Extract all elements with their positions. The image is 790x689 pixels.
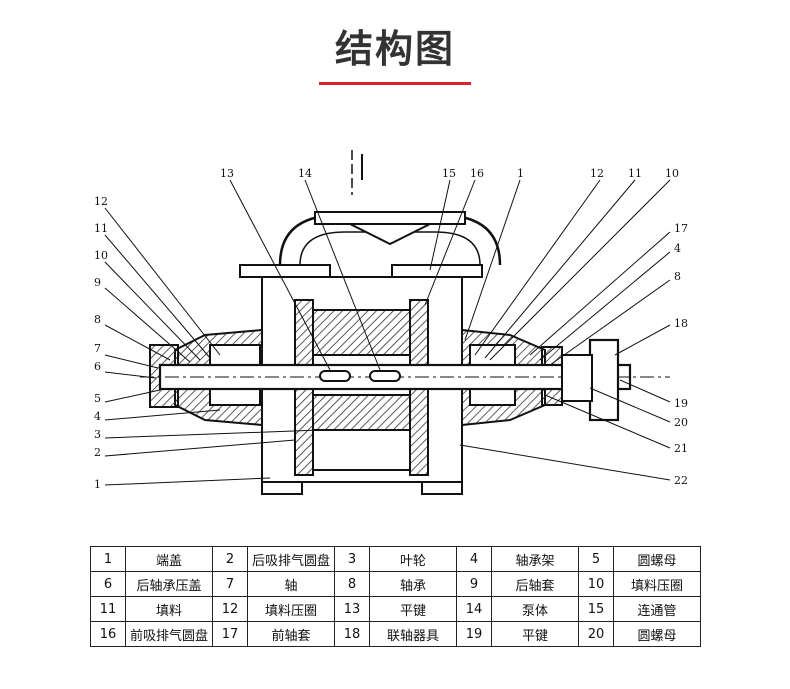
callout-top-13: 13 [220,167,234,180]
part-name: 圆螺母 [613,621,701,647]
foot-left [261,481,303,495]
callout-left-7: 7 [94,342,101,355]
part-name: 联轴器具 [369,621,457,647]
callout-top-14: 14 [298,167,312,180]
part-name: 连通管 [613,596,701,622]
table-row: 16 前吸排气圆盘 17 前轴套 18 联轴器具 19 平键 20 圆螺母 [90,621,701,647]
callout-right-8: 8 [674,270,681,283]
callout-left-8: 8 [94,313,101,326]
part-number: 14 [456,596,492,622]
table-row: 1 端盖 2 后吸排气圆盘 3 叶轮 4 轴承架 5 圆螺母 [90,546,701,572]
part-number: 8 [334,571,370,597]
part-number: 3 [334,546,370,572]
pump-structure-diagram: 12 11 10 9 8 7 6 5 4 3 2 1 13 14 15 16 1… [94,150,688,495]
part-number: 20 [578,621,614,647]
callout-left-3: 3 [94,428,101,441]
part-name: 前轴套 [247,621,335,647]
callout-left-10: 10 [94,249,108,262]
part-name: 轴承架 [491,546,579,572]
part-name: 后吸排气圆盘 [247,546,335,572]
callout-left-2: 2 [94,446,101,459]
part-name: 后轴承压盖 [125,571,213,597]
callout-left-9: 9 [94,276,101,289]
part-number: 13 [334,596,370,622]
callout-left-4: 4 [94,410,101,423]
callout-right-4: 4 [674,242,681,255]
callout-top-11: 11 [628,167,642,180]
callout-right-19: 19 [674,397,688,410]
part-number: 18 [334,621,370,647]
callout-right-20: 20 [674,416,688,429]
left-top-flange [239,264,331,278]
part-number: 9 [456,571,492,597]
part-name: 平键 [491,621,579,647]
part-name: 圆螺母 [613,546,701,572]
part-name: 填料 [125,596,213,622]
part-number: 5 [578,546,614,572]
part-name: 前吸排气圆盘 [125,621,213,647]
callout-left-11: 11 [94,222,108,235]
callout-top-10: 10 [665,167,679,180]
part-name: 填料压圈 [247,596,335,622]
callout-right-21: 21 [674,442,688,455]
callout-top-1: 1 [517,167,524,180]
table-row: 6 后轴承压盖 7 轴 8 轴承 9 后轴套 10 填料压圈 [90,571,701,597]
part-number: 1 [90,546,126,572]
part-number: 12 [212,596,248,622]
part-number: 4 [456,546,492,572]
callout-left-12: 12 [94,195,108,208]
table-row: 11 填料 12 填料压圈 13 平键 14 泵体 15 连通管 [90,596,701,622]
part-number: 6 [90,571,126,597]
title-underline [319,82,471,85]
parts-table: 1 端盖 2 后吸排气圆盘 3 叶轮 4 轴承架 5 圆螺母 6 后轴承压盖 7… [90,546,701,647]
callout-left-1: 1 [94,478,101,491]
key-left [319,370,351,382]
part-name: 平键 [369,596,457,622]
page-title: 结构图 [334,27,455,71]
callout-left-5: 5 [94,392,101,405]
part-name: 轴 [247,571,335,597]
callout-top-12: 12 [590,167,604,180]
foot-right [421,481,463,495]
part-number: 11 [90,596,126,622]
part-name: 填料压圈 [613,571,701,597]
callout-right-22: 22 [674,474,688,487]
part-number: 16 [90,621,126,647]
part-number: 2 [212,546,248,572]
callout-right-18: 18 [674,317,688,330]
key-right [369,370,401,382]
part-name: 轴承 [369,571,457,597]
part-number: 7 [212,571,248,597]
part-name: 泵体 [491,596,579,622]
callout-left-6: 6 [94,360,101,373]
part-number: 15 [578,596,614,622]
callout-top-16: 16 [470,167,484,180]
part-name: 后轴套 [491,571,579,597]
part-number: 19 [456,621,492,647]
callout-top-15: 15 [442,167,456,180]
callout-right-17: 17 [674,222,688,235]
coupling [588,338,620,422]
part-number: 10 [578,571,614,597]
part-name: 叶轮 [369,546,457,572]
part-number: 17 [212,621,248,647]
part-name: 端盖 [125,546,213,572]
